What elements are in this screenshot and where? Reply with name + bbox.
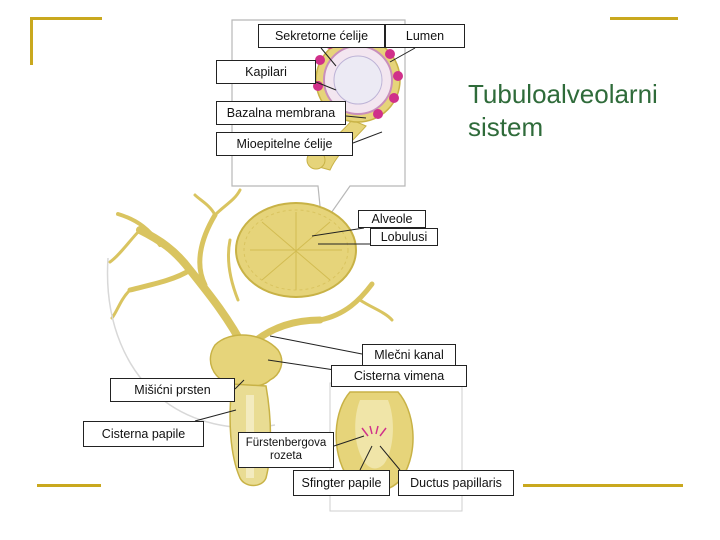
slide-title: Tubuloalveolarni sistem <box>468 78 658 143</box>
furstenberg-rosette <box>361 425 387 437</box>
label-sphincter: Sfingter papile <box>293 470 390 496</box>
frame-bottom-right <box>523 484 683 487</box>
label-ductus-papillaris: Ductus papillaris <box>398 470 514 496</box>
frame-top-left-vertical <box>30 17 33 65</box>
label-teat-cistern: Cisterna papile <box>83 421 204 447</box>
frame-top-left-horizontal <box>30 17 102 20</box>
title-line-2: sistem <box>468 111 544 142</box>
title-line-1: Tubuloalveolarni <box>468 79 658 109</box>
frame-bottom-left <box>37 484 101 487</box>
label-secretory-cells: Sekretorne ćelije <box>258 24 385 48</box>
label-lobules: Lobulusi <box>370 228 438 246</box>
label-furstenberg-rosette: Fürstenbergova rozeta <box>238 432 334 468</box>
label-capillaries: Kapilari <box>216 60 316 84</box>
label-myoepithelial-cells: Mioepitelne ćelije <box>216 132 353 156</box>
label-udder-cistern: Cisterna vimena <box>331 365 467 387</box>
label-milk-duct: Mlečni kanal <box>362 344 456 366</box>
label-lumen: Lumen <box>385 24 465 48</box>
frame-top-right-horizontal <box>610 17 678 20</box>
gland-tree <box>108 188 394 354</box>
leader-lines <box>194 47 416 471</box>
udder-cistern <box>209 334 283 388</box>
label-alveoli: Alveole <box>358 210 426 228</box>
label-basal-membrane: Bazalna membrana <box>216 101 346 125</box>
alveolus-detail <box>306 33 403 171</box>
label-muscle-ring: Mišićni prsten <box>110 378 235 402</box>
label-furstenberg-text: Fürstenbergova rozeta <box>245 436 327 462</box>
